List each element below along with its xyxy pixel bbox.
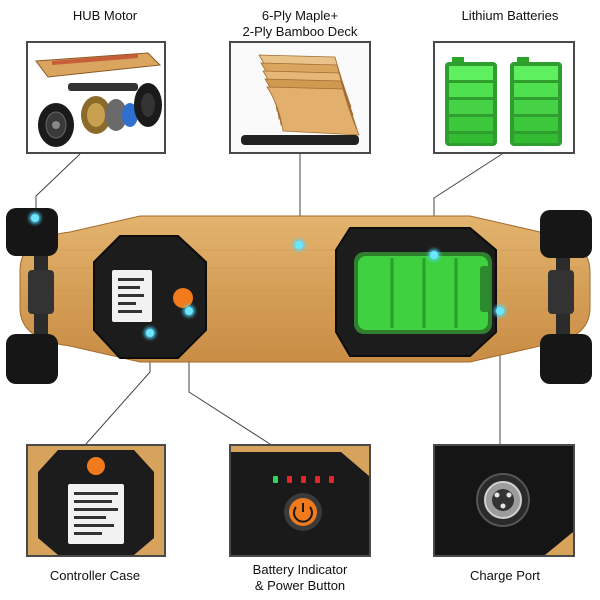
power-button-icon — [173, 288, 193, 308]
battery-indicator-panel — [229, 444, 371, 557]
controller-case-marker — [146, 329, 154, 337]
deck-marker — [295, 241, 303, 249]
power-button-marker — [185, 307, 193, 315]
deck — [19, 215, 591, 363]
hub-motor-label: HUB Motor — [72, 8, 138, 23]
lithium-batteries-panel — [433, 41, 575, 154]
charge-port-panel — [433, 444, 575, 557]
deck-label-line2: 2-Ply Bamboo Deck — [242, 24, 358, 39]
deck-layers-panel — [229, 41, 371, 154]
hub-motor-panel — [26, 41, 166, 154]
lithium-batteries-label: Lithium Batteries — [461, 8, 559, 23]
controller-case-label: Controller Case — [49, 568, 141, 583]
controller-case-panel — [26, 444, 166, 557]
battery-level-leds — [273, 476, 334, 483]
charge-port-label: Charge Port — [469, 568, 541, 583]
battery-full-icon — [445, 57, 562, 146]
deck-layers-illustration — [231, 43, 369, 152]
battery-marker — [430, 251, 438, 259]
battery-case — [335, 227, 497, 357]
battery-indicator-label-line1: Battery Indicator — [252, 562, 348, 577]
hub-motor-marker — [31, 214, 39, 222]
controller-case — [93, 235, 207, 359]
hub-motor-illustration — [35, 52, 162, 147]
charge-port-marker — [496, 307, 504, 315]
charge-port-icon — [435, 446, 573, 555]
controller-case-illustration — [28, 446, 164, 555]
battery-indicator-illustration — [231, 446, 369, 555]
deck-label-line1: 6-Ply Maple+ — [261, 8, 339, 23]
battery-indicator-label-line2: & Power Button — [254, 578, 346, 593]
